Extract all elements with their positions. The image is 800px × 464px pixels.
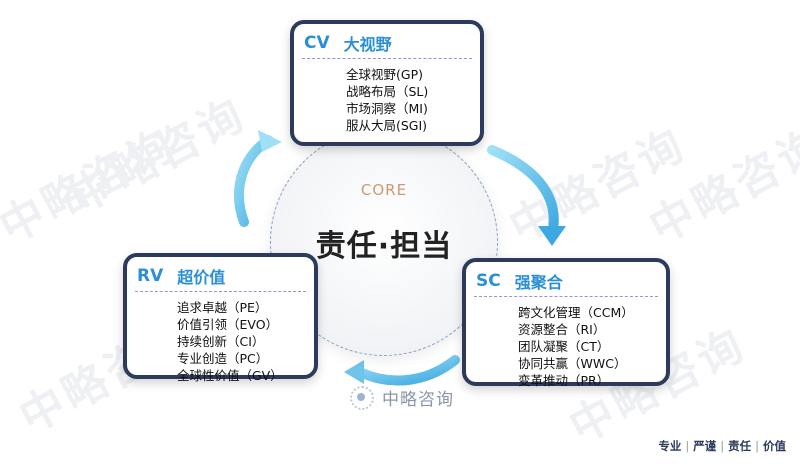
card-name: 强聚合 (514, 273, 563, 292)
list-item: 追求卓越（PE） (177, 300, 268, 315)
list-item: 协同共赢（WWC） (518, 356, 627, 371)
card-rv: RV 超价值 追求卓越（PE） 价值引领（EVO） 持续创新（CI） 专业创造（… (123, 253, 318, 383)
list-item: 变革推动（PR） (518, 373, 610, 388)
card-code: RV (137, 266, 164, 286)
list-item: 团队凝聚（CT） (518, 339, 610, 354)
core-label: CORE (360, 181, 408, 199)
list-item: 全球性价值（GV） (177, 368, 283, 383)
list-item: 服从大局(SGI) (346, 118, 428, 133)
card-header: CV 大视野 (304, 30, 392, 56)
card-code: CV (304, 33, 330, 53)
list-item: 持续创新（CI） (177, 334, 265, 349)
footer-separator: | (685, 439, 690, 453)
card-item-list: 跨文化管理（CCM） 资源整合（RI） 团队凝聚（CT） 协同共赢（WWC） 变… (518, 304, 634, 389)
footer-item: 责任 (728, 439, 752, 453)
list-item: 资源整合（RI） (518, 322, 606, 337)
arrow-cv-to-sc (487, 145, 559, 239)
footer-separator: | (755, 439, 759, 453)
footer-tagline: 专业|严谨|责任|价值 (658, 438, 786, 454)
card-item-list: 追求卓越（PE） 价值引领（EVO） 持续创新（CI） 专业创造（PC） 全球性… (177, 299, 283, 384)
list-item: 价值引领（EVO） (177, 317, 279, 332)
list-item: 全球视野(GP) (346, 67, 423, 82)
footer-separator: | (720, 439, 725, 453)
arrow-head-sc-to-rv (344, 360, 364, 384)
arrow-head-cv-to-sc (538, 226, 566, 246)
list-item: 战略布局（SL) (346, 84, 429, 99)
card-sc: SC 强聚合 跨文化管理（CCM） 资源整合（RI） 团队凝聚（CT） 协同共赢… (462, 258, 670, 389)
card-divider (474, 296, 658, 297)
card-item-list: 全球视野(GP) 战略布局（SL) 市场洞察（MI) 服从大局(SGI) (346, 66, 428, 134)
arrow-sc-to-rv (355, 355, 460, 386)
card-divider (135, 291, 306, 292)
company-logo: 中略咨询 (346, 382, 454, 412)
footer-item: 专业 (658, 439, 682, 453)
list-item: 跨文化管理（CCM） (518, 305, 634, 320)
list-item: 市场洞察（MI) (346, 101, 428, 116)
logo-mark-icon (346, 382, 376, 412)
logo-text: 中略咨询 (382, 389, 454, 410)
card-name: 超价值 (177, 268, 226, 287)
arrow-head-rv-to-cv (258, 130, 282, 152)
card-header: SC 强聚合 (476, 268, 563, 294)
footer-item: 严谨 (693, 439, 717, 453)
card-name: 大视野 (343, 35, 392, 54)
arrow-rv-to-cv (233, 135, 273, 227)
card-divider (302, 58, 472, 59)
footer-item: 价值 (763, 439, 786, 453)
list-item: 专业创造（PC） (177, 351, 269, 366)
card-header: RV 超价值 (137, 263, 225, 289)
core-title: 责任·担当 (315, 229, 453, 264)
card-code: SC (476, 271, 501, 291)
card-cv: CV 大视野 全球视野(GP) 战略布局（SL) 市场洞察（MI) 服从大局(S… (290, 20, 484, 146)
core-circle: CORE 责任·担当 (270, 128, 498, 356)
